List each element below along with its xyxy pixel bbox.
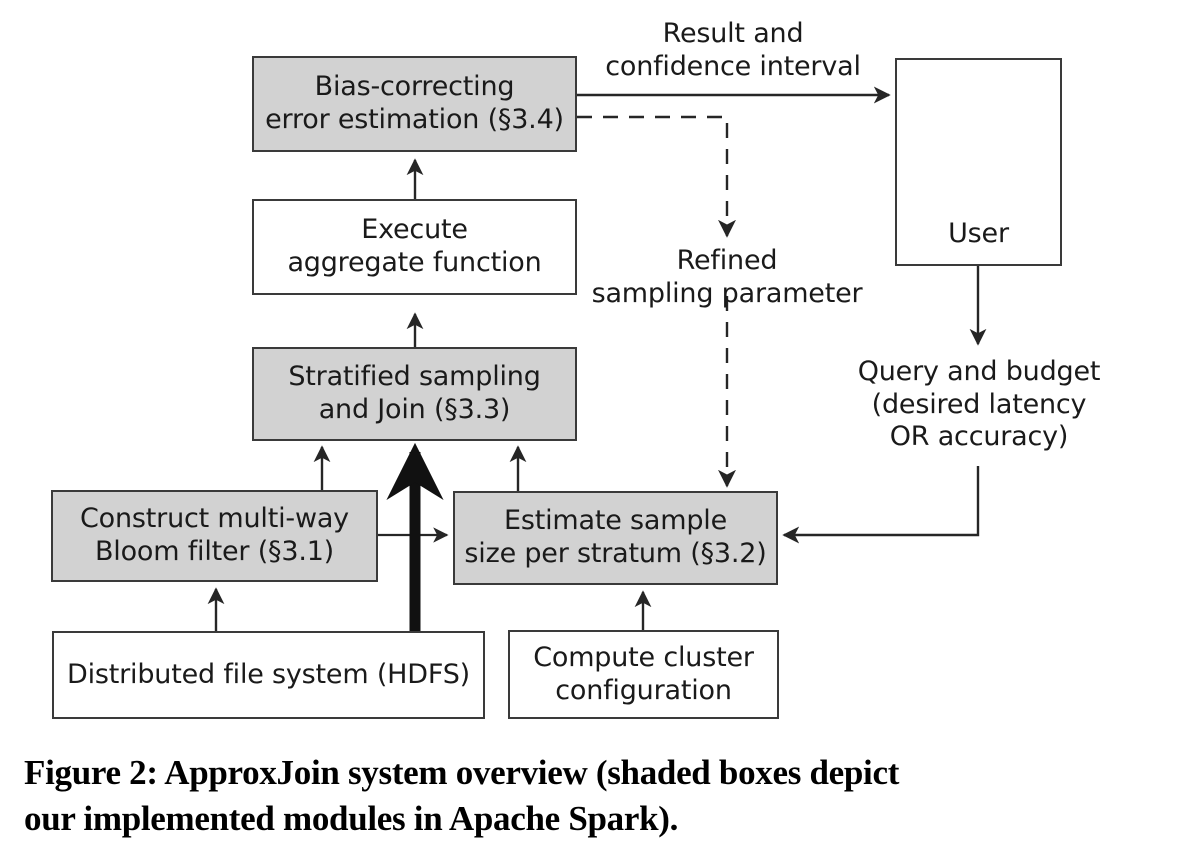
node-bias-correcting-error-estimation[interactable] [252,56,577,152]
node-distributed-file-system[interactable] [52,631,485,719]
edge-query-and-budget [782,266,987,544]
node-estimate-sample-size-per-stratum[interactable] [453,491,778,585]
node-construct-multi-way-bloom-filter[interactable] [51,490,378,582]
node-user[interactable] [895,58,1062,266]
figure-caption: Figure 2: ApproxJoin system overview (sh… [24,750,1174,841]
node-execute-aggregate-function[interactable] [252,199,577,295]
figure-caption-line1: Figure 2: ApproxJoin system overview (sh… [24,753,900,792]
edge-refined-sampling-parameter [577,115,736,488]
figure-caption-line2: our implemented modules in Apache Spark)… [24,798,679,838]
node-stratified-sampling-and-join[interactable] [252,347,577,441]
node-compute-cluster-configuration[interactable] [508,630,779,719]
